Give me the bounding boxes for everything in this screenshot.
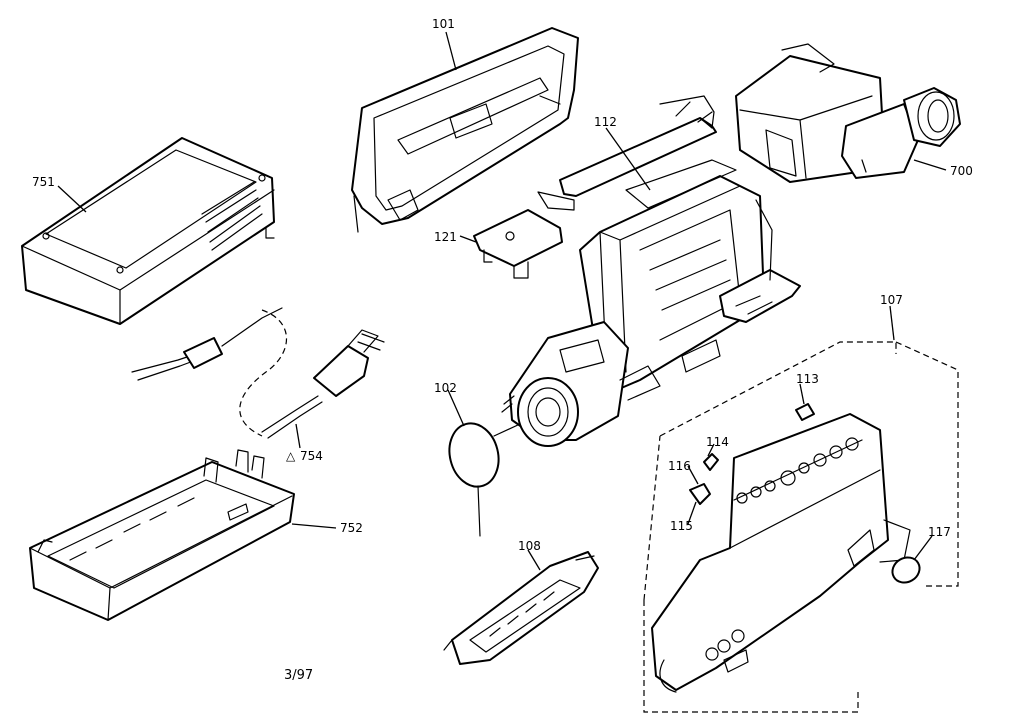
part-102-lens-cap [448, 422, 521, 537]
part-114-clip [703, 453, 719, 471]
camera-main-body [501, 159, 801, 447]
label-101: 101 [432, 17, 455, 31]
safety-triangle-icon: △ [286, 449, 296, 463]
part-108-grip-strap [443, 551, 599, 665]
part-labels: 101 112 121 700 751 △ 754 752 102 107 11… [32, 17, 973, 683]
label-113: 113 [796, 372, 819, 386]
part-101-side-cover [351, 27, 579, 233]
label-112: 112 [594, 115, 617, 129]
part-700-viewfinder [735, 43, 961, 183]
label-116: 116 [668, 459, 691, 473]
part-107-front-cover-group [643, 341, 959, 713]
label-121: 121 [434, 230, 457, 244]
part-117-cap [891, 556, 921, 584]
part-121-bracket [473, 209, 563, 279]
label-700: 700 [950, 164, 973, 178]
footer-code: 3/97 [284, 668, 313, 683]
part-116-spring [689, 483, 711, 505]
label-752: 752 [340, 521, 363, 535]
label-754: 754 [300, 449, 323, 463]
label-114: 114 [706, 435, 729, 449]
leader-lines [57, 31, 947, 571]
label-107: 107 [880, 293, 903, 307]
part-112-handle [537, 95, 717, 211]
part-751-charger [21, 137, 275, 325]
part-113-button [795, 403, 815, 421]
label-751: 751 [32, 175, 55, 189]
part-752-battery-tray [29, 449, 295, 621]
label-117: 117 [928, 525, 951, 539]
label-108: 108 [518, 539, 541, 553]
label-102: 102 [434, 381, 457, 395]
part-754-power-cord [131, 307, 385, 439]
label-115: 115 [670, 519, 693, 533]
